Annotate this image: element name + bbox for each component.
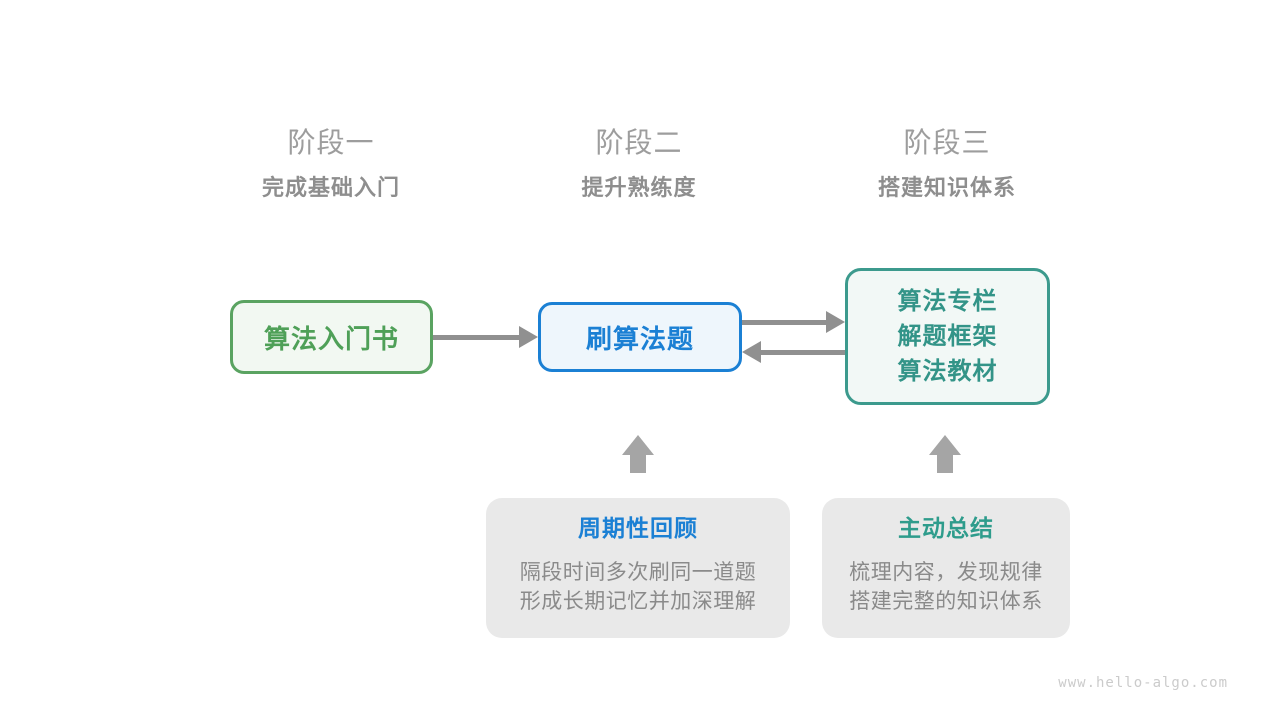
stage-3-subtitle: 搭建知识体系: [877, 175, 1016, 200]
arrow-line: [760, 350, 845, 355]
arrow-up-head: [929, 435, 961, 455]
node-resources-line-3: 算法教材: [897, 358, 998, 385]
stage-2-subtitle: 提升熟练度: [581, 175, 697, 200]
callout-periodic-review: 周期性回顾 隔段时间多次刷同一道题 形成长期记忆并加深理解: [486, 498, 790, 638]
node-resources-line-1: 算法专栏: [897, 288, 998, 315]
arrow-up-head: [622, 435, 654, 455]
stage-2-header: 阶段二 提升熟练度: [489, 125, 789, 201]
callout-review-line-1: 隔段时间多次刷同一道题: [519, 561, 757, 584]
node-resources-line-2: 解题框架: [897, 323, 998, 350]
arrow-line: [433, 335, 521, 340]
node-intro-book-label: 算法入门书: [263, 323, 399, 354]
node-knowledge-resources: 算法专栏 解题框架 算法教材: [845, 268, 1050, 405]
stage-3-header: 阶段三 搭建知识体系: [797, 125, 1097, 201]
arrow-up-stem: [937, 455, 953, 473]
stage-2-label: 阶段二: [595, 127, 683, 158]
arrow-line: [742, 320, 827, 325]
stage-1-header: 阶段一 完成基础入门: [181, 125, 481, 201]
callout-summary-title: 主动总结: [898, 515, 994, 541]
stage-3-label: 阶段三: [903, 127, 991, 158]
arrow-head: [826, 311, 845, 333]
node-practice-problems: 刷算法题: [538, 302, 742, 372]
watermark: www.hello-algo.com: [1058, 675, 1228, 691]
node-intro-book: 算法入门书: [230, 300, 433, 374]
callout-review-title: 周期性回顾: [578, 515, 698, 541]
callout-active-summary: 主动总结 梳理内容，发现规律 搭建完整的知识体系: [822, 498, 1070, 638]
callout-review-body: 隔段时间多次刷同一道题 形成长期记忆并加深理解: [486, 558, 790, 616]
arrow-head: [742, 341, 761, 363]
stage-1-subtitle: 完成基础入门: [261, 175, 400, 200]
node-practice-problems-label: 刷算法题: [585, 323, 694, 354]
stage-1-label: 阶段一: [287, 127, 375, 158]
arrow-head: [519, 326, 538, 348]
callout-summary-line-2: 搭建完整的知识体系: [849, 590, 1043, 613]
arrow-up-stem: [630, 455, 646, 473]
callout-review-line-2: 形成长期记忆并加深理解: [519, 590, 757, 613]
callout-summary-body: 梳理内容，发现规律 搭建完整的知识体系: [822, 558, 1070, 616]
callout-summary-line-1: 梳理内容，发现规律: [849, 561, 1043, 584]
